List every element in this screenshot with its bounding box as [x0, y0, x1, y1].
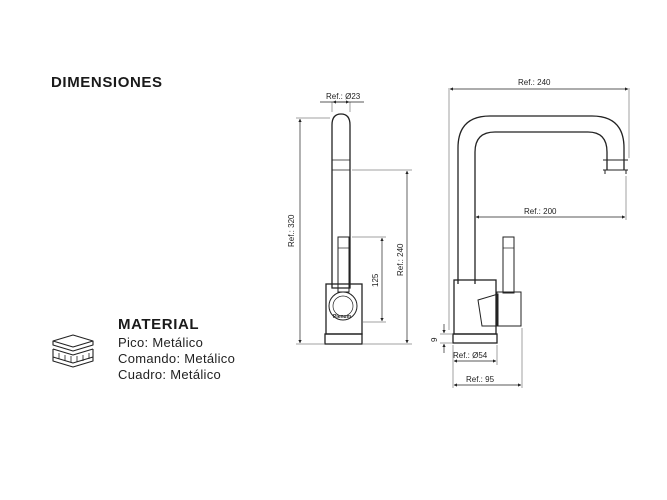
- side-base: [324, 333, 363, 345]
- side-lever-disc: [328, 291, 358, 321]
- dim-front-base-diameter: Ref.: Ø54: [453, 351, 488, 360]
- dim-side-spout-height: Ref.: 240: [396, 243, 405, 276]
- layered-material-icon: [52, 334, 94, 368]
- dim-front-total-width: Ref.: 240: [518, 78, 551, 87]
- dim-front-reach: Ref.: 200: [524, 207, 557, 216]
- dim-front-base-height: 9: [430, 337, 439, 342]
- dim-front-base-to-lever: Ref.: 95: [466, 375, 495, 384]
- section-title-dimensiones: DIMENSIONES: [51, 74, 163, 91]
- front-base: [452, 333, 498, 344]
- side-spout-tube: [331, 113, 351, 289]
- front-spout-inner: [474, 131, 608, 284]
- material-line-pico: Pico: Metálico: [118, 335, 204, 350]
- front-view: [440, 87, 630, 388]
- dim-side-lever-height: 125: [371, 273, 380, 287]
- material-title: MATERIAL: [118, 316, 200, 333]
- front-spout-tip: [603, 159, 628, 174]
- dim-side-total-height: Ref.: 320: [287, 214, 296, 247]
- front-lever-block: [496, 291, 522, 327]
- side-view: [296, 100, 412, 345]
- front-lever: [477, 293, 499, 327]
- dim-side-spout-diameter: Ref.: Ø23: [326, 92, 361, 101]
- material-line-comando: Comando: Metálico: [118, 351, 236, 366]
- front-spout-outer: [457, 115, 625, 284]
- material-line-cuadro: Cuadro: Metálico: [118, 367, 222, 382]
- front-handle: [502, 236, 515, 294]
- side-logo-label: Plenum: [333, 314, 352, 320]
